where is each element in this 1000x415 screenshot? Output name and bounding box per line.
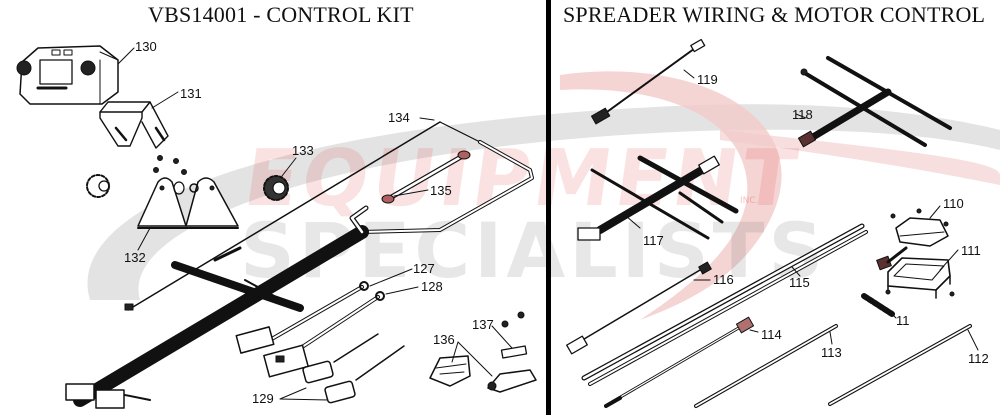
callout-133: 133 [292, 143, 314, 158]
callout-119: 119 [697, 72, 718, 87]
callout-131: 131 [180, 86, 202, 101]
callout-117: 117 [643, 233, 664, 248]
fuse-holders-129-illustration [302, 333, 405, 404]
callout-11: 11 [896, 313, 910, 328]
callout-130: 130 [135, 39, 157, 54]
grommets-11-illustration [861, 293, 895, 317]
controller-130-illustration [16, 45, 119, 105]
right-panel-title: SPREADER WIRING & MOTOR CONTROL [563, 2, 986, 27]
callout-129: 129 [252, 391, 274, 406]
enclosure-111-illustration [885, 257, 955, 299]
switch-136-illustration [429, 355, 537, 393]
callout-118: 118 [792, 107, 813, 122]
callout-134: 134 [388, 110, 410, 125]
knob-left-illustration [86, 174, 110, 198]
main-harness-134-illustration [73, 121, 534, 407]
callout-110: 110 [943, 196, 964, 211]
callout-128: 128 [421, 279, 443, 294]
spreader-harness-117-illustration [577, 155, 739, 241]
callout-113: 113 [821, 345, 842, 360]
hardware-137-illustration [500, 311, 528, 359]
extension-harness-119-illustration [590, 38, 706, 125]
battery-cable-112-illustration [828, 324, 972, 406]
ground-strap-113-illustration [694, 324, 838, 408]
callout-112: 112 [968, 351, 989, 366]
jumper-135-illustration [381, 150, 471, 204]
callout-135: 135 [430, 183, 452, 198]
callout-111: 111 [961, 243, 981, 258]
panel-divider [546, 0, 551, 415]
bracket-plates-132-illustration [137, 177, 239, 229]
knob-133-illustration [263, 175, 289, 201]
t-harness-118-illustration [797, 56, 952, 148]
leads-127-128-illustration [235, 281, 385, 378]
bracket-131-illustration [99, 101, 169, 149]
callout-116: 116 [713, 272, 734, 287]
callout-137: 137 [472, 317, 494, 332]
callout-132: 132 [124, 250, 146, 265]
callout-115: 115 [789, 275, 810, 290]
callout-127: 127 [413, 261, 435, 276]
motor-lead-114-illustration [604, 316, 755, 408]
left-panel-title: VBS14001 - CONTROL KIT [148, 2, 414, 27]
callout-114: 114 [761, 327, 782, 342]
adapter-cable-116-illustration [566, 261, 712, 355]
callout-136: 136 [433, 332, 455, 347]
power-cables-115-illustration [581, 223, 868, 386]
motor-control-module-110-illustration [876, 208, 949, 271]
